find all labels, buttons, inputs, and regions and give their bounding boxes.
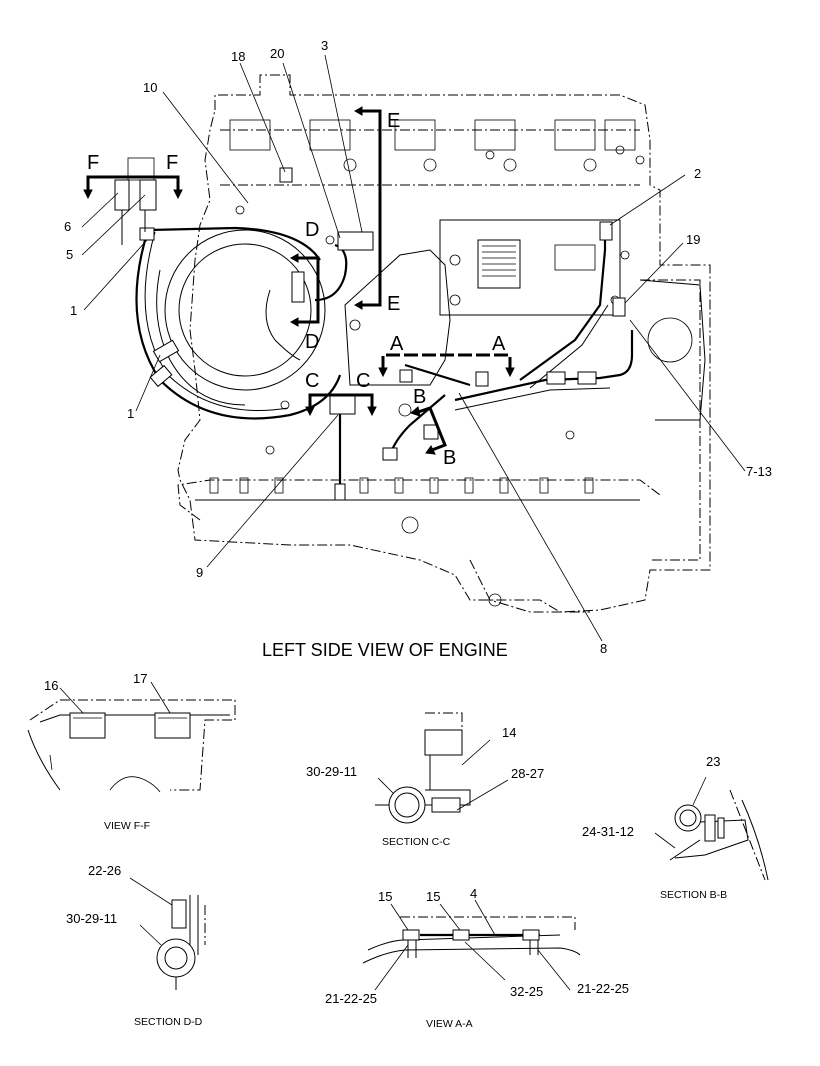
callout-24-31-12: 24-31-12 xyxy=(582,824,634,839)
section-mark-b-bottom: B xyxy=(443,447,456,469)
callout-7-13: 7-13 xyxy=(746,464,772,479)
caption-section-cc: SECTION C-C xyxy=(382,836,451,848)
callout-22-26: 22-26 xyxy=(88,863,121,878)
section-mark-e-top: E xyxy=(387,110,400,132)
callout-3: 3 xyxy=(321,38,328,53)
section-cc: 14 30-29-11 28-27 SECTION C-C xyxy=(306,712,544,848)
callout-32-25: 32-25 xyxy=(510,984,543,999)
caption-section-bb: SECTION B-B xyxy=(660,889,727,901)
section-mark-d-bottom: D xyxy=(305,331,319,353)
callout-14: 14 xyxy=(502,725,516,740)
callout-10: 10 xyxy=(143,80,157,95)
callout-4: 4 xyxy=(470,886,477,901)
callout-19: 19 xyxy=(686,232,700,247)
section-mark-f-left: F xyxy=(87,152,99,174)
callout-21-22-25-left: 21-22-25 xyxy=(325,991,377,1006)
callout-15-left: 15 xyxy=(378,889,392,904)
caption-view-ff: VIEW F-F xyxy=(104,820,150,832)
callout-18: 18 xyxy=(231,49,245,64)
callout-1-upper: 1 xyxy=(70,303,77,318)
section-mark-a-right: A xyxy=(492,333,506,355)
callout-30-29-11-dd: 30-29-11 xyxy=(66,911,117,926)
callouts-main: 18 20 3 10 2 6 5 19 1 1 7-13 9 8 xyxy=(64,38,772,656)
caption-section-dd: SECTION D-D xyxy=(134,1016,203,1028)
callout-1-lower: 1 xyxy=(127,406,134,421)
section-mark-c-right: C xyxy=(356,370,370,392)
callout-21-22-25-right: 21-22-25 xyxy=(577,981,629,996)
callout-17: 17 xyxy=(133,671,147,686)
section-bb: 23 24-31-12 SECTION B-B xyxy=(582,754,769,901)
callout-15-right: 15 xyxy=(426,889,440,904)
callout-20: 20 xyxy=(270,46,284,61)
caption-view-aa: VIEW A-A xyxy=(426,1018,473,1030)
section-marks: F F E E D D C C A A B B xyxy=(87,110,506,469)
section-mark-f-right: F xyxy=(166,152,178,174)
section-mark-e-bottom: E xyxy=(387,293,400,315)
section-mark-c-left: C xyxy=(305,370,319,392)
callout-2: 2 xyxy=(694,166,701,181)
section-mark-d-top: D xyxy=(305,219,319,241)
section-mark-b-top: B xyxy=(413,386,426,408)
callout-6: 6 xyxy=(64,219,71,234)
callout-28-27: 28-27 xyxy=(511,766,544,781)
callout-16: 16 xyxy=(44,678,58,693)
callout-23: 23 xyxy=(706,754,720,769)
callout-5: 5 xyxy=(66,247,73,262)
main-view-title: LEFT SIDE VIEW OF ENGINE xyxy=(262,640,508,660)
callout-9: 9 xyxy=(196,565,203,580)
section-lines xyxy=(83,106,515,455)
engine-illustration xyxy=(114,74,711,613)
view-ff: 16 17 VIEW F-F xyxy=(27,671,236,832)
section-dd: 22-26 30-29-11 SECTION D-D xyxy=(66,863,206,1028)
section-mark-a-left: A xyxy=(390,333,404,355)
leader-lines xyxy=(81,54,746,642)
view-aa: 15 15 4 21-22-25 32-25 21-22-25 VIEW A-A xyxy=(325,886,629,1030)
callout-30-29-11-cc: 30-29-11 xyxy=(306,764,357,779)
callout-8: 8 xyxy=(600,641,607,656)
